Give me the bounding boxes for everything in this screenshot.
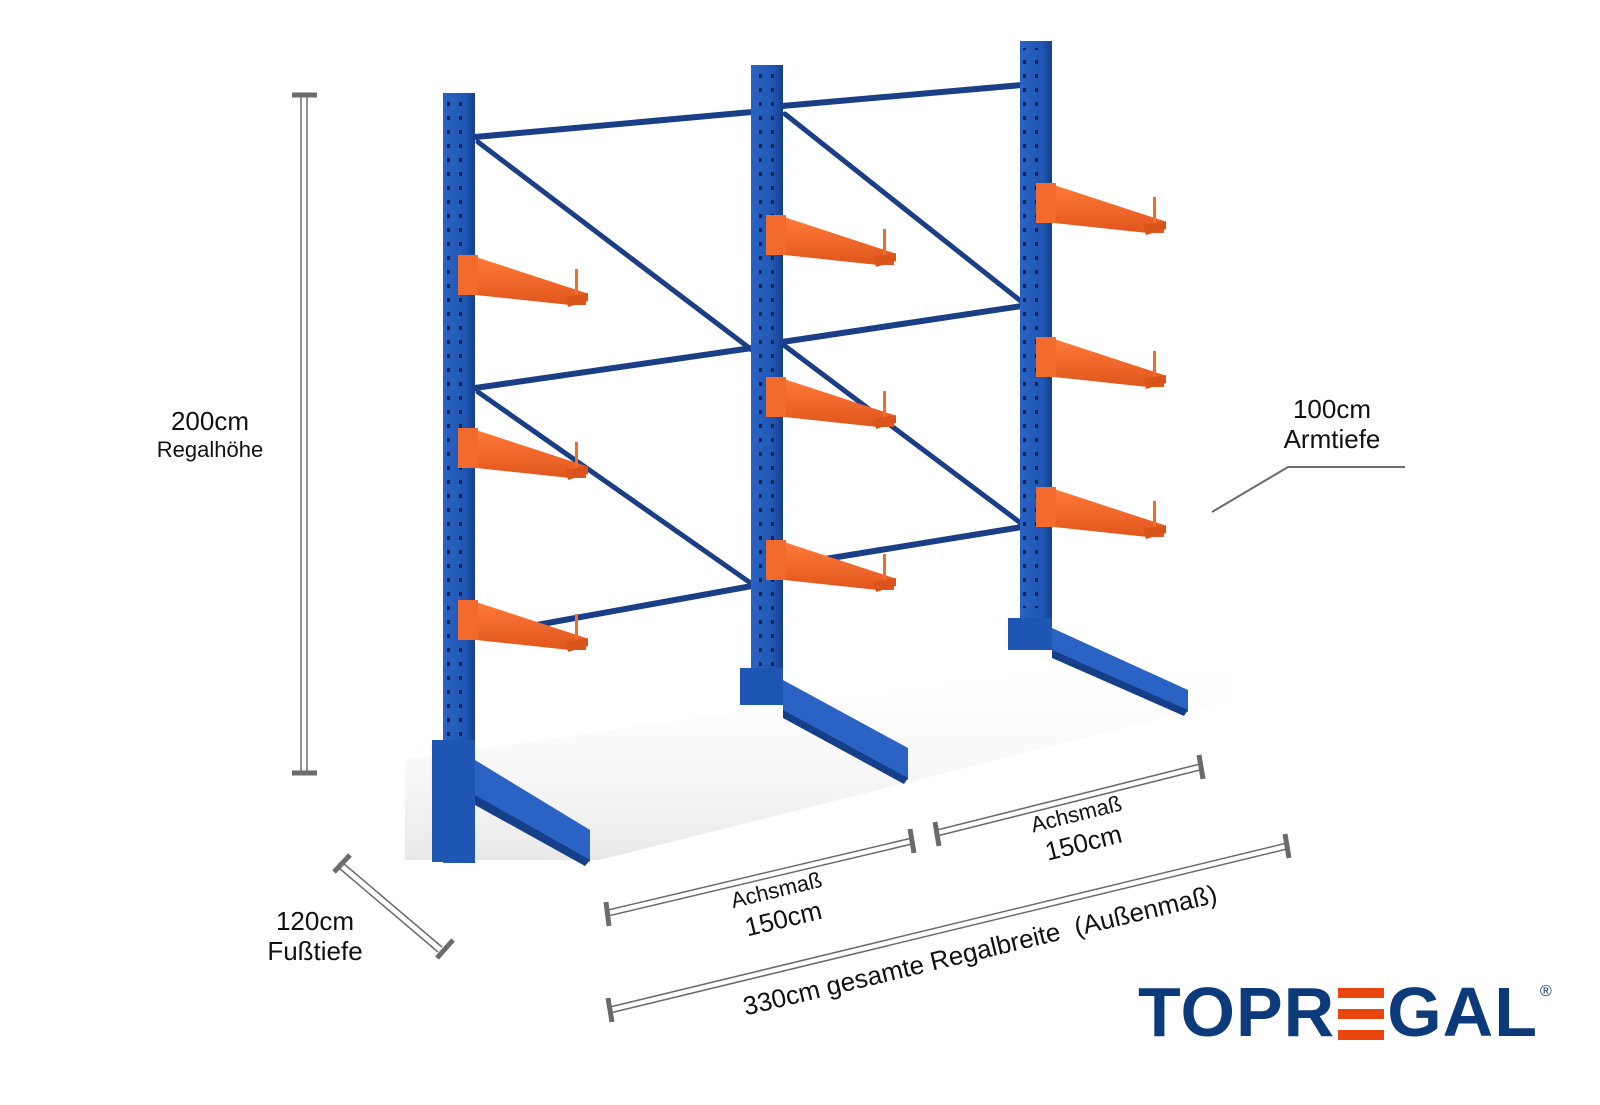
mid-brace-bay2 <box>779 303 1025 345</box>
logo-prefix: TOPR <box>1138 973 1336 1051</box>
arm-right-3 <box>1036 487 1166 539</box>
arm-left-3 <box>458 600 588 652</box>
foot-depth-caption: Fußtiefe <box>267 936 363 966</box>
arm-depth-caption: Armtiefe <box>1283 424 1381 454</box>
height-value: 200cm <box>170 406 250 436</box>
arm-middle-3 <box>766 540 896 592</box>
diag-brace-bay1-upper <box>475 139 755 353</box>
foot-depth-dimension-line <box>332 853 455 960</box>
bay1-dimension-line <box>603 828 917 927</box>
height-caption: Regalhöhe <box>156 437 264 462</box>
foot-depth-value: 120cm <box>275 906 355 936</box>
arm-right-2 <box>1036 337 1166 389</box>
foot-depth-label: 120cm Fußtiefe <box>245 906 385 966</box>
arm-depth-leader-line <box>1211 466 1405 513</box>
topregal-logo: TOPR GAL ® <box>1138 973 1553 1051</box>
mid-brace-bay1 <box>472 345 755 391</box>
dimension-lines <box>292 92 1405 1023</box>
arm-depth-value: 100cm <box>1292 394 1372 424</box>
arm-middle-2 <box>766 377 896 429</box>
logo-e-stripes-icon <box>1338 988 1385 1040</box>
total-width-dimension-line <box>605 833 1292 1023</box>
arm-middle-1 <box>766 215 896 267</box>
height-label: 200cm Regalhöhe <box>140 406 280 464</box>
arm-left-2 <box>458 428 588 480</box>
floor-shadow <box>405 640 1235 860</box>
diagonal-braces <box>475 111 1025 587</box>
cantilever-arms <box>458 183 1166 652</box>
registered-mark: ® <box>1539 983 1553 1000</box>
arm-right-1 <box>1036 183 1166 235</box>
diag-brace-bay2-lower <box>782 343 1025 527</box>
arm-left-1 <box>458 255 588 307</box>
height-dimension-line <box>292 92 317 776</box>
diag-brace-bay2-upper <box>782 111 1025 305</box>
bay2-dimension-line <box>932 754 1206 847</box>
upright-left <box>432 93 590 866</box>
top-brace-bay2 <box>779 82 1025 109</box>
diag-brace-bay1-lower <box>475 389 755 587</box>
top-brace-bay1 <box>472 109 755 140</box>
arm-depth-label: 100cm Armtiefe <box>1262 394 1402 454</box>
logo-suffix: GAL <box>1387 973 1538 1051</box>
horizontal-braces <box>472 82 1025 631</box>
low-brace-bay1 <box>517 583 755 631</box>
